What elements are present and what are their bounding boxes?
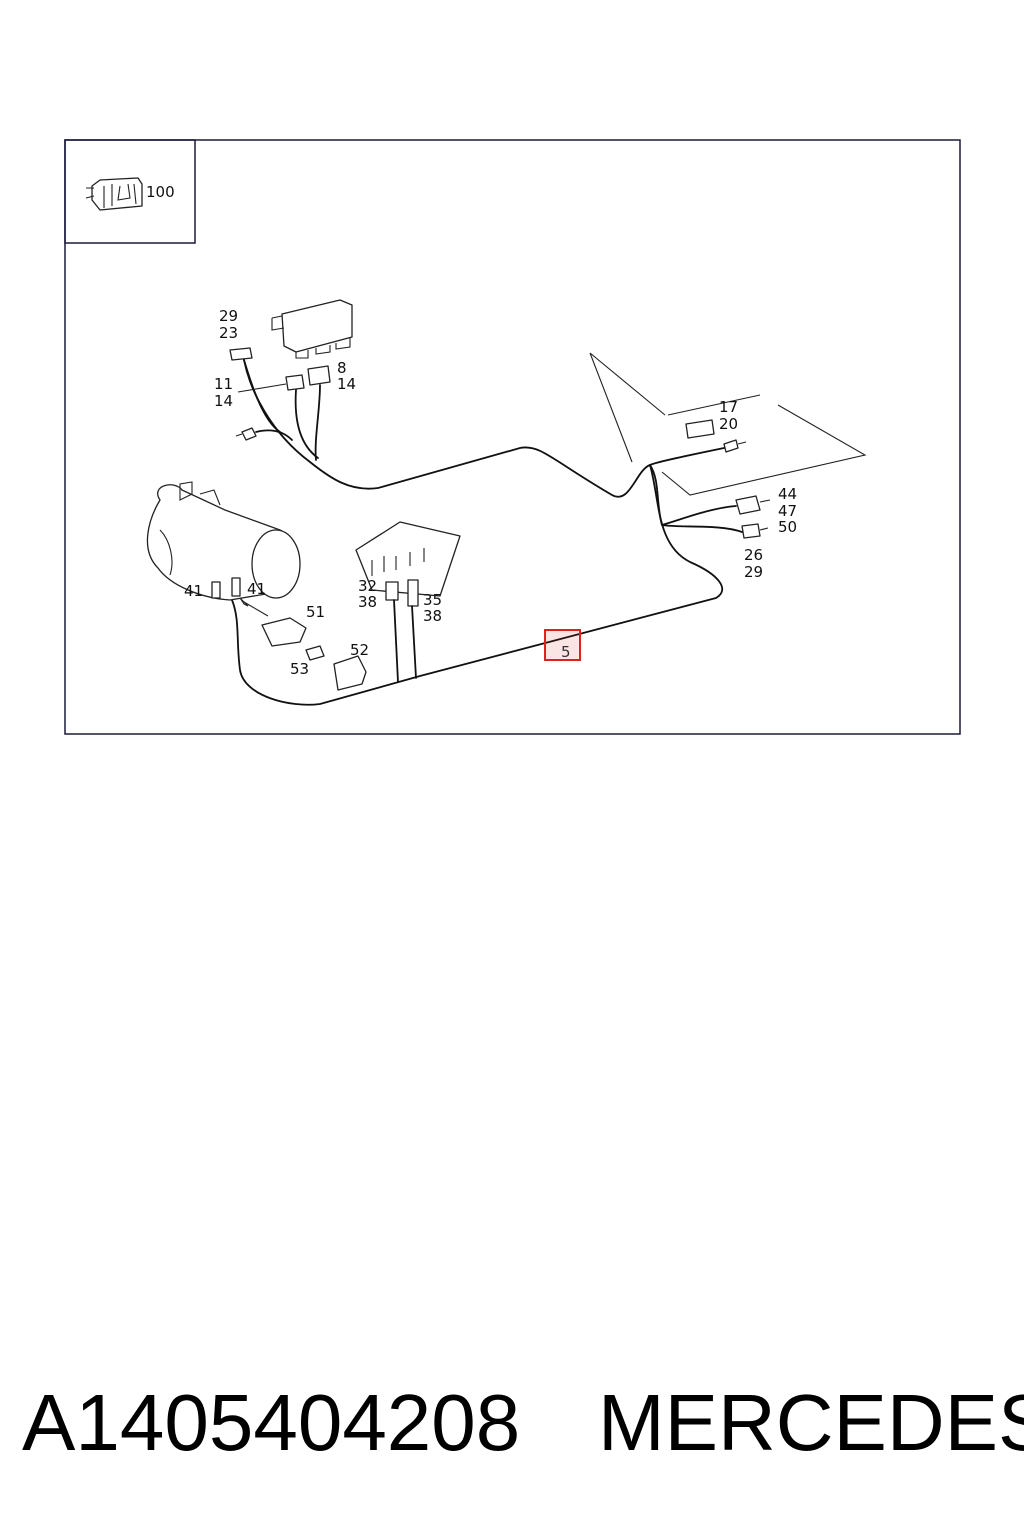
connector-32-38 — [385, 581, 399, 601]
label-53: 53 — [290, 660, 309, 678]
wiring-harness-diagram: 100 — [64, 139, 961, 735]
label-14: 14 — [214, 392, 233, 410]
connector-8-14 — [307, 365, 331, 386]
label-20: 20 — [719, 415, 738, 433]
label-41-right: 41 — [247, 580, 266, 598]
label-32: 32 — [358, 577, 377, 595]
switch-52 — [333, 655, 367, 691]
relay-box — [355, 521, 461, 597]
valve-51 — [239, 597, 307, 647]
control-unit — [271, 299, 353, 359]
label-51: 51 — [306, 603, 325, 621]
inset-part-icon — [85, 177, 143, 211]
diagram-frame — [64, 139, 961, 735]
label-38: 38 — [358, 593, 377, 611]
sensor-41-left — [211, 581, 221, 599]
brand-name: MERCEDES — [598, 1378, 1024, 1467]
connector-11-14 — [285, 374, 305, 391]
part-number: A1405404208 — [22, 1378, 521, 1467]
connector-29-23 — [229, 347, 253, 361]
label-26: 26 — [744, 546, 763, 564]
highlight-box-5 — [544, 629, 581, 661]
label-29: 29 — [744, 563, 763, 581]
plug-left — [235, 427, 257, 441]
sensor-44-47-50 — [735, 495, 771, 515]
label-11: 11 — [214, 375, 233, 393]
sensor-41-right — [231, 577, 241, 597]
label-41-left: 41 — [184, 582, 203, 600]
label-23: 23 — [219, 324, 238, 342]
floor-panel — [589, 352, 867, 496]
label-17: 17 — [719, 398, 738, 416]
label-29: 29 — [219, 307, 238, 325]
label-52: 52 — [350, 641, 369, 659]
label-47: 47 — [778, 502, 797, 520]
highlighted-label: 5 — [561, 643, 571, 661]
label-35: 35 — [423, 591, 442, 609]
fitting-53 — [305, 645, 325, 661]
compressor — [146, 481, 301, 601]
connector-26-29 — [741, 523, 769, 539]
connector-17-20 — [685, 419, 715, 439]
label-8: 8 — [337, 359, 347, 377]
label-38: 38 — [423, 607, 442, 625]
inset-box — [64, 139, 196, 244]
inset-label: 100 — [146, 183, 175, 201]
label-44: 44 — [778, 485, 797, 503]
connector-35-38 — [407, 579, 419, 607]
sensor-17-20 — [723, 439, 747, 453]
label-50: 50 — [778, 518, 797, 536]
label-14: 14 — [337, 375, 356, 393]
